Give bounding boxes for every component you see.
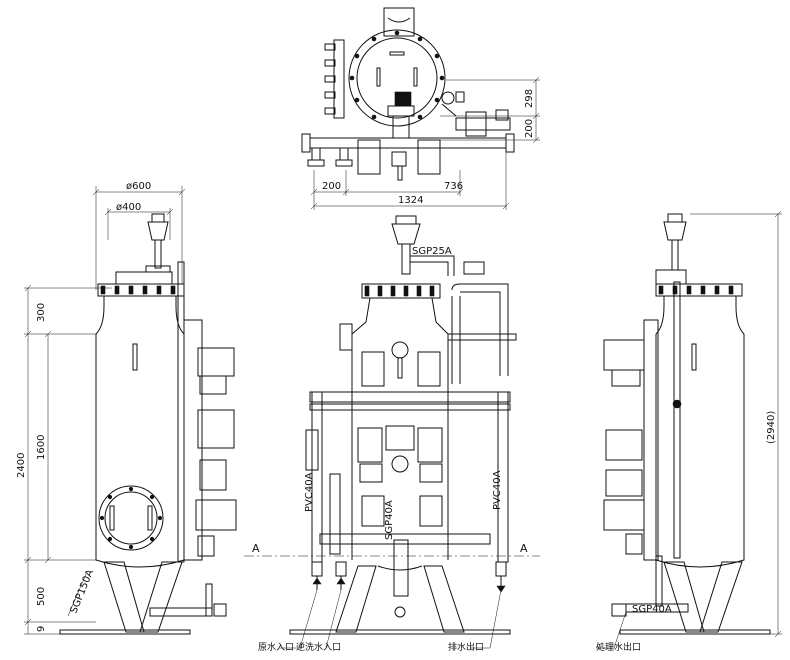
dim-500: 500 bbox=[36, 587, 47, 606]
section-label-a-right: A bbox=[520, 542, 528, 555]
top-flange-bolts-left bbox=[100, 285, 176, 295]
front-view: SGP25A bbox=[244, 215, 540, 653]
dim-2400: 2400 bbox=[16, 453, 27, 478]
dim-298: 298 bbox=[524, 89, 535, 108]
flange-bolts bbox=[349, 30, 445, 120]
pipe-label-sgp150a: SGP150A bbox=[69, 568, 97, 615]
dim-1600: 1600 bbox=[36, 435, 47, 460]
label-backwash-inlet: 逆洗水入口 bbox=[296, 641, 341, 653]
top-flange-bolts-front bbox=[364, 285, 435, 297]
label-treated-outlet: 処理水出口 bbox=[596, 641, 641, 653]
pipe-label-pvc40a-left: PVC40A bbox=[304, 472, 315, 512]
label-drain-outlet: 排水出口 bbox=[448, 641, 484, 653]
dim-736: 736 bbox=[444, 181, 463, 192]
section-label-a-left: A bbox=[252, 542, 260, 555]
pipe-label-sgp40a-right: SGP40A bbox=[632, 604, 672, 615]
label-raw-water-inlet: 原水入口 bbox=[258, 641, 294, 653]
top-flange-bolts-right bbox=[658, 285, 734, 295]
pipe-label-sgp40a-mid: SGP40A bbox=[384, 500, 395, 540]
dim-overall-height: (2940) bbox=[766, 411, 777, 444]
dim-9: 9 bbox=[36, 626, 47, 632]
dim-200-horizontal: 200 bbox=[322, 181, 341, 192]
dim-dia-400: ø400 bbox=[116, 202, 141, 213]
pipe-label-pvc40a-right: PVC40A bbox=[492, 470, 503, 510]
top-view-dims: 298 200 200 736 1324 bbox=[310, 76, 540, 210]
dim-dia-600: ø600 bbox=[126, 181, 151, 192]
pipe-label-sgp25a: SGP25A bbox=[412, 246, 452, 257]
right-side-view: SGP40A 処理水出口 (2940) bbox=[596, 210, 782, 653]
dim-1324: 1324 bbox=[398, 195, 423, 206]
top-view: 298 200 200 736 1324 bbox=[301, 7, 540, 210]
dim-300: 300 bbox=[36, 303, 47, 322]
dim-200-vertical: 200 bbox=[524, 119, 535, 138]
left-side-view: ø600 ø400 bbox=[16, 181, 237, 635]
